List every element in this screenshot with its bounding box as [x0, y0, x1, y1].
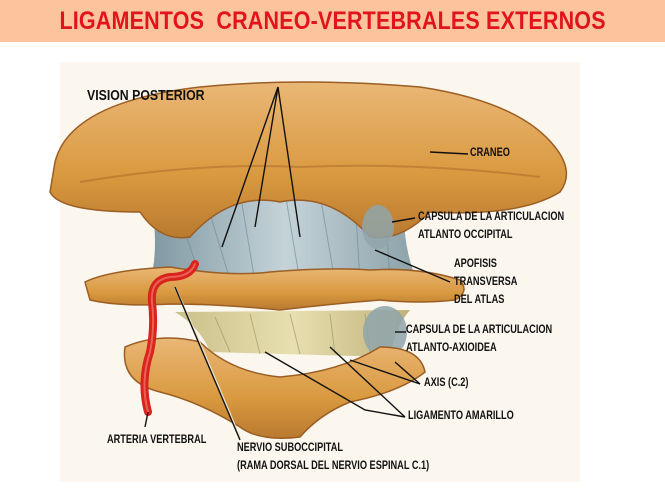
apofisis-label-3: DEL ATLAS: [454, 294, 505, 306]
atlanto-axial-capsule: [363, 306, 407, 358]
apofisis-label-2: TRANSVERSA: [454, 276, 518, 288]
label-layer: VISION POSTERIOR CRANEO CAPSULA DE LA AR…: [0, 42, 665, 500]
anatomy-illustration: [49, 62, 580, 482]
ligamentum-flavum: [175, 310, 410, 357]
view-label: VISION POSTERIOR: [87, 87, 205, 104]
page-title: LIGAMENTOS CRANEO-VERTEBRALES EXTERNOS: [59, 6, 606, 35]
axis-label: AXIS (C.2): [424, 377, 469, 389]
skull-bone: [49, 81, 568, 239]
vertebral-artery-highlight: [143, 263, 196, 413]
capsula-occipital-label-1: CAPSULA DE LA ARTICULACION: [418, 211, 565, 223]
capsula-axioidea-label-1: CAPSULA DE LA ARTICULACION: [406, 324, 553, 336]
craneo-label: CRANEO: [470, 147, 510, 159]
apofisis-label-1: APOFISIS: [454, 258, 497, 270]
leader-lines: [144, 86, 469, 441]
nervio-label-1: NERVIO SUBOCCIPITAL: [237, 442, 343, 454]
axis-bone: [123, 337, 426, 439]
arteria-label: ARTERIA VERTEBRAL: [107, 434, 207, 446]
capsula-axioidea-label-2: ATLANTO-AXIOIDEA: [406, 342, 497, 354]
nervio-label-2: (RAMA DORSAL DEL NERVIO ESPINAL C.1): [237, 460, 430, 472]
skull-shading: [79, 164, 541, 183]
title-bar: LIGAMENTOS CRANEO-VERTEBRALES EXTERNOS: [0, 0, 665, 42]
atlanto-occipital-capsule: [362, 205, 394, 249]
ligamento-label: LIGAMENTO AMARILLO: [408, 410, 514, 422]
capsula-occipital-label-2: ATLANTO OCCIPITAL: [418, 229, 513, 241]
